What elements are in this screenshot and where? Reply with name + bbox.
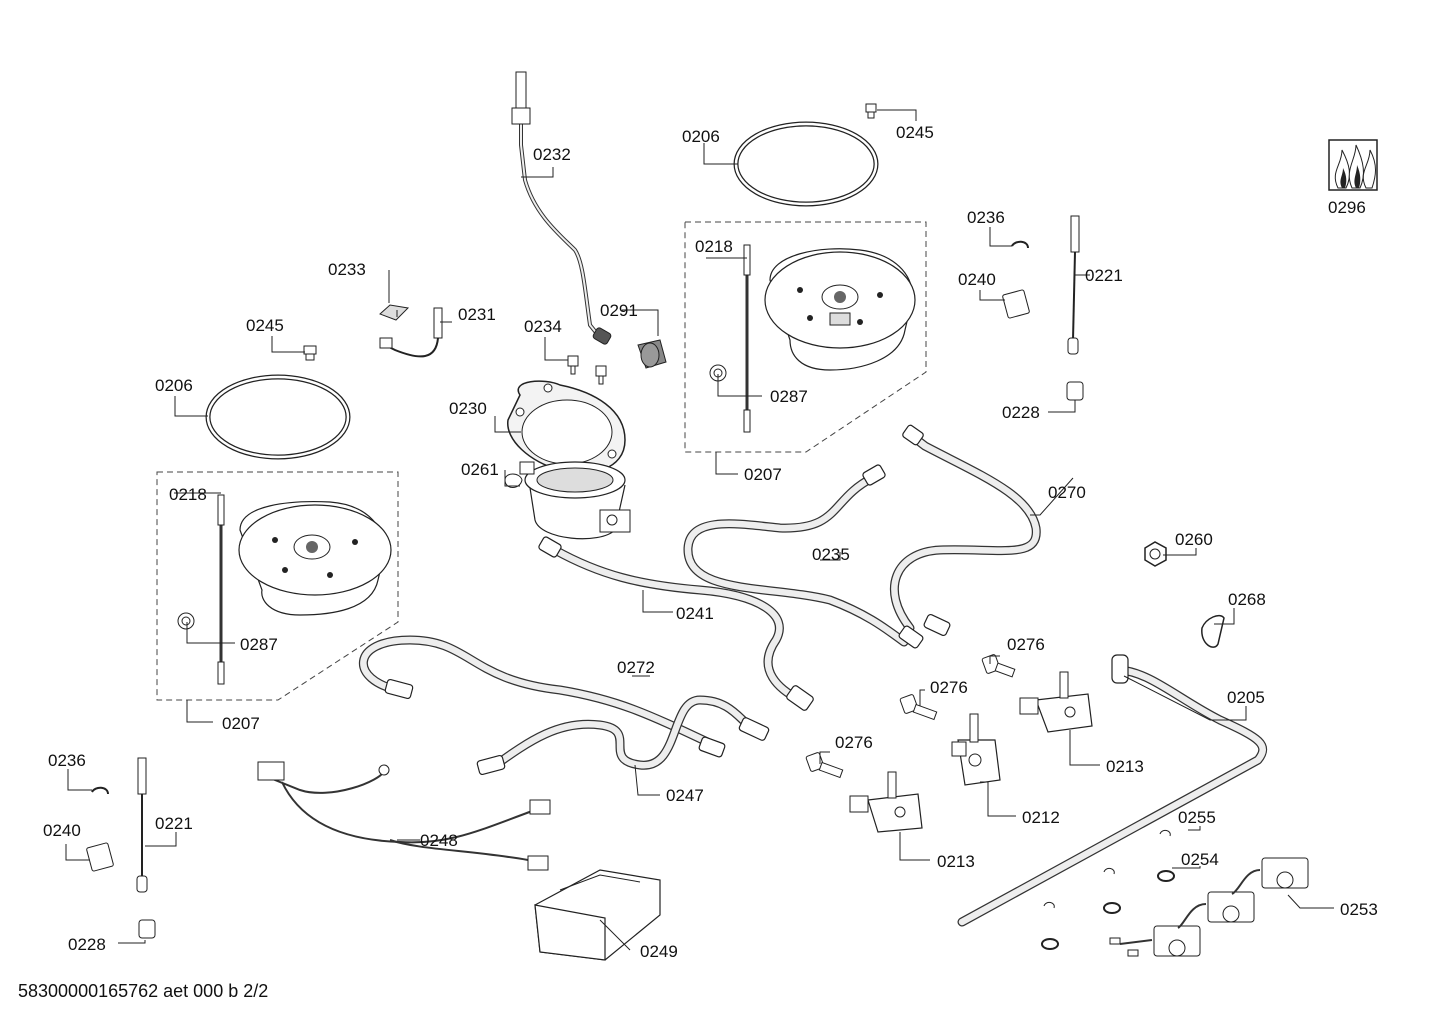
label-0232: 0232 [533, 145, 571, 164]
gas-valves [805, 654, 1093, 833]
document-id: 58300000165762 aet 000 b 2/2 [18, 981, 269, 1001]
label-0276-a: 0276 [1007, 635, 1045, 654]
label-0296: 0296 [1328, 198, 1366, 217]
label-0272: 0272 [617, 658, 655, 677]
label-0270: 0270 [1048, 483, 1086, 502]
ignition-electrodes [86, 103, 1084, 939]
label-0205: 0205 [1227, 688, 1265, 707]
label-0276-b: 0276 [930, 678, 968, 697]
label-0218-lower: 0218 [169, 485, 207, 504]
wiring-and-ignition-module [257, 761, 661, 961]
right-side-parts [1041, 541, 1309, 957]
label-0240-upper: 0240 [958, 270, 996, 289]
label-0268: 0268 [1228, 590, 1266, 609]
label-0221-lower: 0221 [155, 814, 193, 833]
gas-pipes [358, 424, 1268, 927]
label-0255: 0255 [1178, 808, 1216, 827]
part-number-labels: 0232 0206 0245 0218 0287 0207 0236 0240 … [43, 123, 1378, 961]
label-0233: 0233 [328, 260, 366, 279]
leader-lines [65, 109, 1334, 951]
label-0212: 0212 [1022, 808, 1060, 827]
label-0240-lower: 0240 [43, 821, 81, 840]
label-0228-upper: 0228 [1002, 403, 1040, 422]
label-0261: 0261 [461, 460, 499, 479]
label-0207-upper: 0207 [744, 465, 782, 484]
label-0230: 0230 [449, 399, 487, 418]
label-0228-lower: 0228 [68, 935, 106, 954]
label-0213-lower: 0213 [937, 852, 975, 871]
label-0236-upper: 0236 [967, 208, 1005, 227]
label-0249: 0249 [640, 942, 678, 961]
label-0234: 0234 [524, 317, 562, 336]
label-0213-right: 0213 [1106, 757, 1144, 776]
burner-assembly-lower [156, 471, 399, 701]
label-0245-lower: 0245 [246, 316, 284, 335]
label-0245-upper: 0245 [896, 123, 934, 142]
label-0287-upper: 0287 [770, 387, 808, 406]
label-0235: 0235 [812, 545, 850, 564]
label-0291: 0291 [600, 301, 638, 320]
label-0207-lower: 0207 [222, 714, 260, 733]
label-0254: 0254 [1181, 850, 1219, 869]
thermocouple-0232 [511, 71, 612, 345]
label-0248: 0248 [420, 831, 458, 850]
label-0206-lower: 0206 [155, 376, 193, 395]
label-0236-lower: 0236 [48, 751, 86, 770]
flame-symbol-icon [1328, 139, 1378, 191]
label-0276-c: 0276 [835, 733, 873, 752]
label-0231: 0231 [458, 305, 496, 324]
label-0241: 0241 [676, 604, 714, 623]
label-0206-upper: 0206 [682, 127, 720, 146]
center-burner-parts [504, 339, 667, 540]
label-0221-upper: 0221 [1085, 266, 1123, 285]
label-0260: 0260 [1175, 530, 1213, 549]
label-0247: 0247 [666, 786, 704, 805]
label-0253: 0253 [1340, 900, 1378, 919]
label-0287-lower: 0287 [240, 635, 278, 654]
burner-assembly-upper [684, 221, 927, 453]
label-0218-upper: 0218 [695, 237, 733, 256]
